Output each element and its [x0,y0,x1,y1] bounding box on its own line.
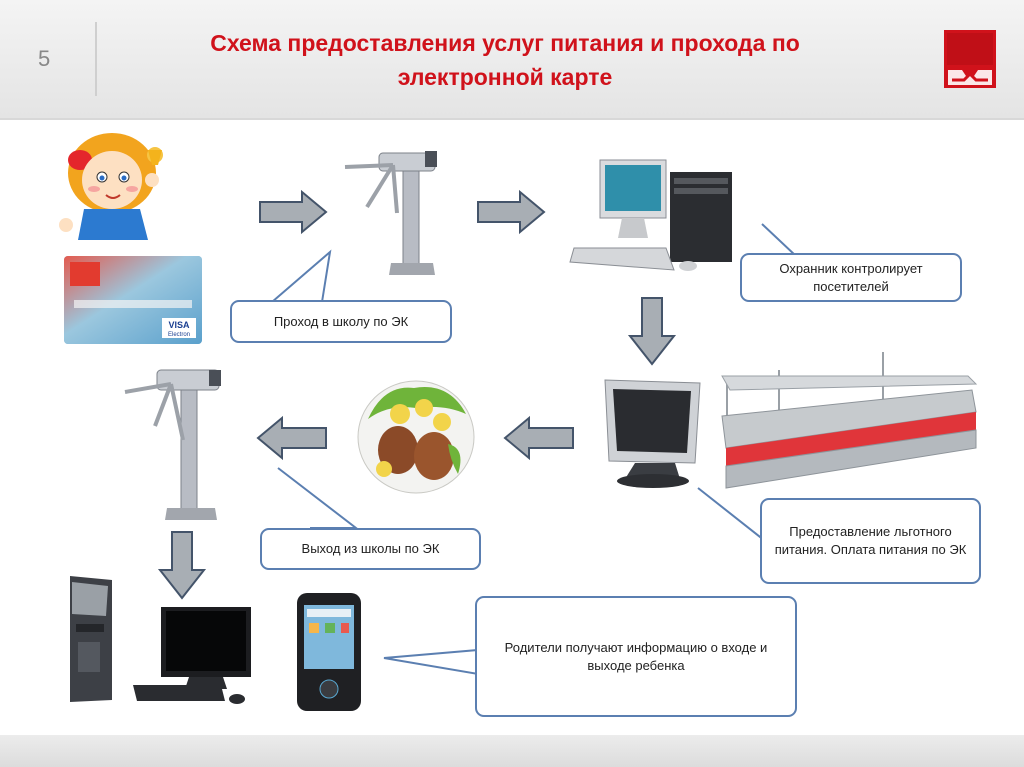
monitor-icon [133,607,251,704]
card-brand: VISA [168,320,190,330]
food-plate-icon [357,380,475,494]
callout-entrance-text: Проход в школу по ЭК [273,313,409,329]
callout-exit: Выход из школы по ЭК [260,528,481,570]
title-line-2: электронной карте [397,64,613,90]
callout-guard-text: Охранник контролирует посетителей [779,260,923,294]
card-sub: Electron [168,332,190,338]
title-line-1: Схема предоставления услуг питания и про… [210,30,800,56]
canteen-counter-icon [721,352,978,489]
child-illustration [59,133,163,240]
turnstile-icon [124,369,221,520]
smartphone-icon [297,593,361,711]
header-divider [95,22,97,96]
payment-kiosk-icon [70,576,112,702]
callout-tail-exit [277,467,359,529]
callout-canteen: Предоставление льготного питания. Оплата… [760,498,981,584]
arrow-icon [627,297,677,366]
arrow-icon [477,189,546,235]
slide-header [0,0,1024,120]
turnstile-icon [344,151,437,275]
callout-canteen-text: Предоставление льготного питания. Оплата… [774,524,967,557]
slide-footer [0,735,1024,767]
callout-exit-text: Выход из школы по ЭК [301,541,440,556]
callout-guard: Охранник контролирует посетителей [740,253,962,302]
pos-terminal-icon [604,379,701,488]
bank-card-icon: VISA Electron [64,256,202,344]
slide-title: Схема предоставления услуг питания и про… [110,26,900,94]
callout-parents: Родители получают информацию о входе и в… [475,596,797,717]
logo-icon [944,30,996,88]
callout-tail-entrance [271,249,332,303]
slide-number: 5 [38,46,51,71]
callout-entrance: Проход в школу по ЭК [230,300,452,343]
arrow-icon [256,415,327,461]
arrow-icon [259,189,328,235]
callout-parents-text: Родители получают информацию о входе и в… [504,639,768,673]
arrow-icon [157,531,207,600]
desktop-computer-icon [569,159,732,271]
arrow-icon [503,415,574,461]
